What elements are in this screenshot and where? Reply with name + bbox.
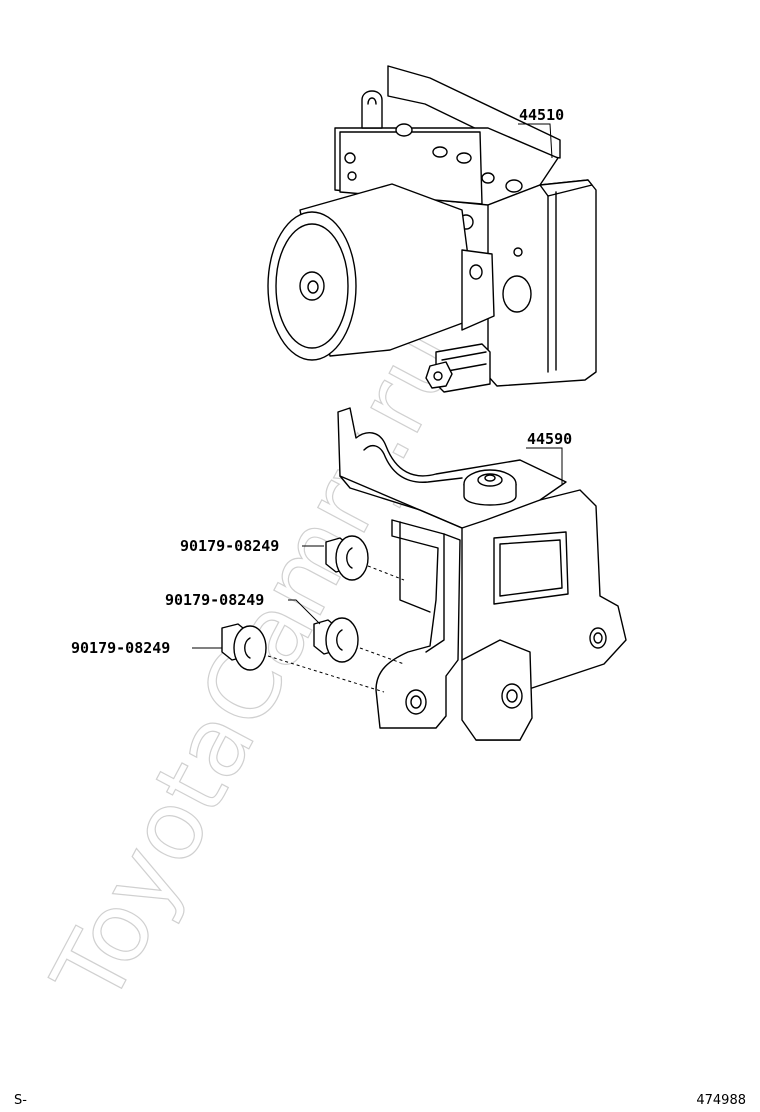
nut-upper-illustration — [325, 535, 369, 581]
abs-actuator-illustration — [267, 65, 597, 393]
part-label-44590[interactable]: 44590 — [527, 430, 572, 448]
part-label-44510[interactable]: 44510 — [519, 106, 564, 124]
nut-middle-illustration — [313, 617, 359, 663]
port-hole — [395, 123, 413, 137]
part-label-nut-lower[interactable]: 90179-08249 — [71, 639, 170, 657]
nut-lower-illustration — [221, 623, 267, 671]
part-label-nut-middle[interactable]: 90179-08249 — [165, 591, 264, 609]
part-label-nut-upper[interactable]: 90179-08249 — [180, 537, 279, 555]
bracket-hole — [405, 689, 427, 715]
illustration-id: 474988 — [696, 1093, 746, 1108]
section-code: S- — [14, 1093, 27, 1108]
actuator-bracket-illustration — [337, 407, 627, 741]
